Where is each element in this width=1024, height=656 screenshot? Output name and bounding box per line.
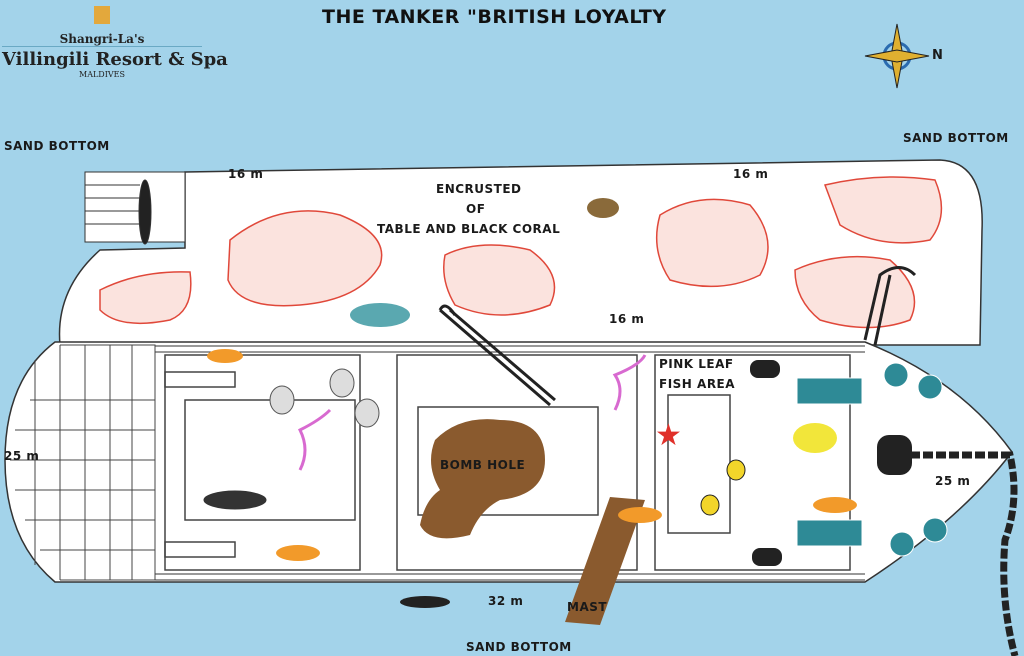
encrusted-label: ENCRUSTED (436, 182, 522, 196)
depth-label: 25 m (4, 449, 40, 463)
depth-label: 32 m (488, 594, 524, 608)
encrusted-label: OF (466, 202, 486, 216)
butterflyfish-icons (700, 459, 746, 516)
logo-line2: Villingili Resort & Spa (2, 46, 228, 70)
mast (565, 497, 645, 625)
logo-line1: Shangri-La's (59, 32, 145, 46)
turtle-icon (587, 198, 619, 218)
fish-icon (350, 303, 410, 327)
bomb-hole-label: BOMB HOLE (440, 458, 526, 472)
angelfish-icons (269, 368, 380, 428)
hatches (796, 362, 948, 557)
logo-emblem-icon (94, 6, 110, 24)
yellow-coral (793, 423, 837, 453)
bollards (400, 360, 912, 608)
starfish-icon: ★ (655, 418, 682, 453)
compass-icon (864, 23, 930, 89)
depth-label: 16 m (733, 167, 769, 181)
depth-label: 25 m (935, 474, 971, 488)
sea-whips (297, 354, 647, 471)
depth-label: 16 m (228, 167, 264, 181)
stern-grid (10, 344, 156, 581)
fish-icon (202, 489, 268, 511)
sand-bottom-label: SAND BOTTOM (466, 640, 572, 654)
pink-leaf-label: FISH AREA (659, 377, 736, 391)
encrusted-label: TABLE AND BLACK CORAL (377, 222, 561, 236)
compartments (164, 354, 851, 571)
compass-north-label: N (932, 48, 944, 63)
orange-corals (207, 349, 857, 561)
sand-bottom-label: SAND BOTTOM (903, 131, 1009, 145)
sand-bottom-label: SAND BOTTOM (4, 139, 110, 153)
stairs (84, 171, 186, 245)
mast-label: MAST (567, 600, 608, 614)
bomb-hole (420, 419, 545, 539)
logo-line3: MALDIVES (79, 70, 125, 79)
depth-label: 16 m (609, 312, 645, 326)
map-title: THE TANKER "BRITISH LOYALTY (322, 6, 667, 28)
crane (438, 266, 917, 407)
resort-logo: Shangri-La's Villingili Resort & Spa MAL… (2, 6, 228, 79)
deck-rail (155, 345, 865, 581)
pink-leaf-label: PINK LEAF (659, 357, 734, 371)
table-corals (99, 176, 943, 329)
anchor-chain (910, 451, 1019, 656)
